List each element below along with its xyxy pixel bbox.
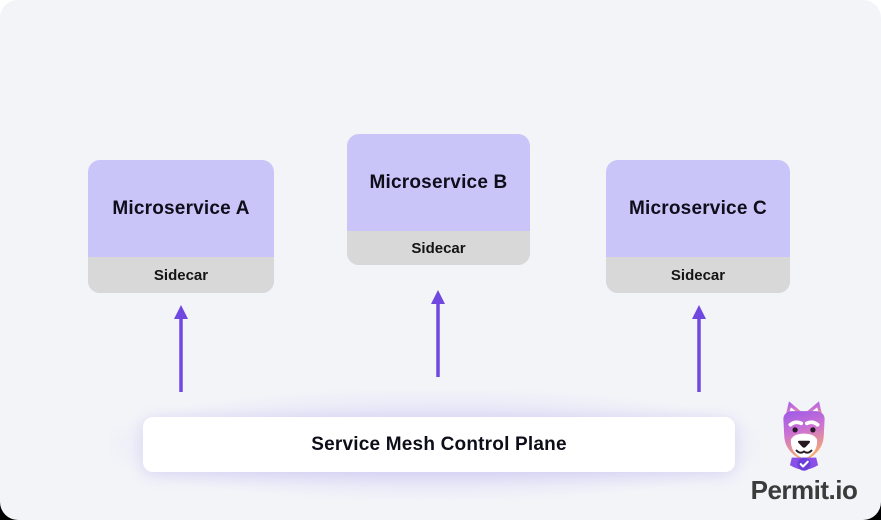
service-box-microservice-b: Microservice B Sidecar [347, 134, 530, 265]
control-plane-box: Service Mesh Control Plane [143, 417, 735, 472]
permit-dog-mascot-icon [783, 401, 825, 471]
sidecar-bar: Sidecar [347, 231, 530, 265]
brand-text: Permit.io [750, 475, 858, 505]
permit-io-logo: Permit.io [742, 399, 866, 506]
service-label: Microservice C [629, 197, 767, 219]
control-plane-label: Service Mesh Control Plane [311, 433, 567, 455]
arrow-up-icon [431, 290, 445, 377]
sidecar-bar: Sidecar [88, 257, 274, 293]
service-box-microservice-c: Microservice C Sidecar [606, 160, 790, 293]
service-label: Microservice B [369, 171, 508, 193]
sidecar-bar: Sidecar [606, 257, 790, 293]
service-box-microservice-a: Microservice A Sidecar [88, 160, 274, 293]
arrow-up-icon [174, 305, 188, 392]
service-label: Microservice A [112, 197, 250, 219]
arrow-up-icon [692, 305, 706, 392]
